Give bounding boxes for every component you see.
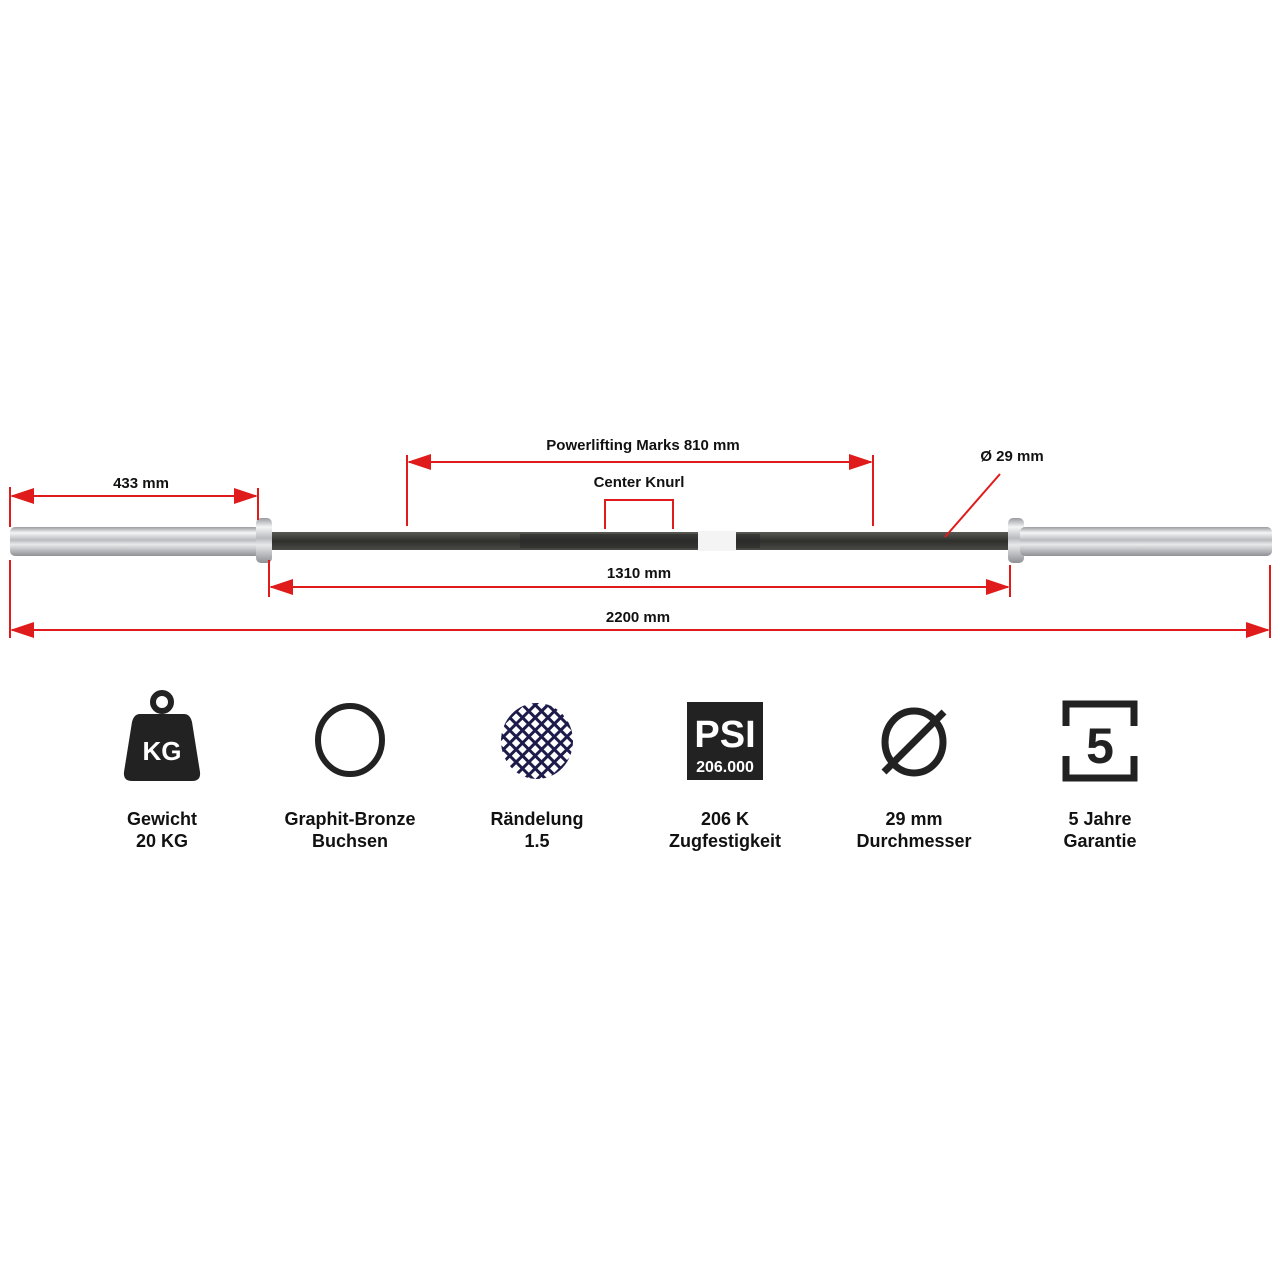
total-length-label: 2200 mm <box>606 609 670 626</box>
feature-bushings-line1: Graphit-Bronze <box>284 809 416 829</box>
barbell <box>10 518 1272 563</box>
logo-label <box>698 531 736 551</box>
feature-tensile-line2: Zugfestigkeit <box>668 831 781 851</box>
left-collar <box>256 518 272 563</box>
warranty-5-icon: 5 <box>1062 700 1138 782</box>
dimension-lines <box>9 454 1271 638</box>
svg-text:KG: KG <box>143 736 182 766</box>
feature-warranty-line1: 5 Jahre <box>1068 809 1132 829</box>
feature-tensile-line1: 206 K <box>700 809 750 829</box>
right-sleeve <box>1020 527 1272 556</box>
weight-icon: KG <box>123 690 201 781</box>
feature-weight-line1: Gewicht <box>126 809 197 829</box>
ring-icon <box>315 703 385 777</box>
left-sleeve <box>10 527 260 556</box>
diameter-icon <box>881 707 947 777</box>
powerlifting-marks-label: Powerlifting Marks 810 mm <box>546 437 739 454</box>
sleeve-length-label: 433 mm <box>113 475 169 492</box>
feature-warranty-line2: Garantie <box>1063 831 1137 851</box>
feature-knurling-line1: Rändelung <box>490 809 584 829</box>
feature-bushings-line2: Buchsen <box>311 831 389 851</box>
feature-diameter-line1: 29 mm <box>885 809 943 829</box>
svg-text:206.000: 206.000 <box>696 759 754 776</box>
psi-icon: PSI 206.000 <box>687 702 763 780</box>
svg-text:PSI: PSI <box>694 714 755 756</box>
barbell-diagram: 433 mm Powerlifting Marks 810 mm Center … <box>9 437 1272 638</box>
knurling-icon <box>501 703 573 779</box>
right-collar <box>1008 518 1024 563</box>
diameter-label: Ø 29 mm <box>980 448 1043 465</box>
feature-knurling-line2: 1.5 <box>524 831 550 851</box>
feature-weight-line2: 20 KG <box>135 831 189 851</box>
inner-length-label: 1310 mm <box>607 565 671 582</box>
svg-text:5: 5 <box>1086 718 1114 774</box>
feature-diameter-line2: Durchmesser <box>856 831 972 851</box>
center-knurl-label: Center Knurl <box>594 474 685 491</box>
